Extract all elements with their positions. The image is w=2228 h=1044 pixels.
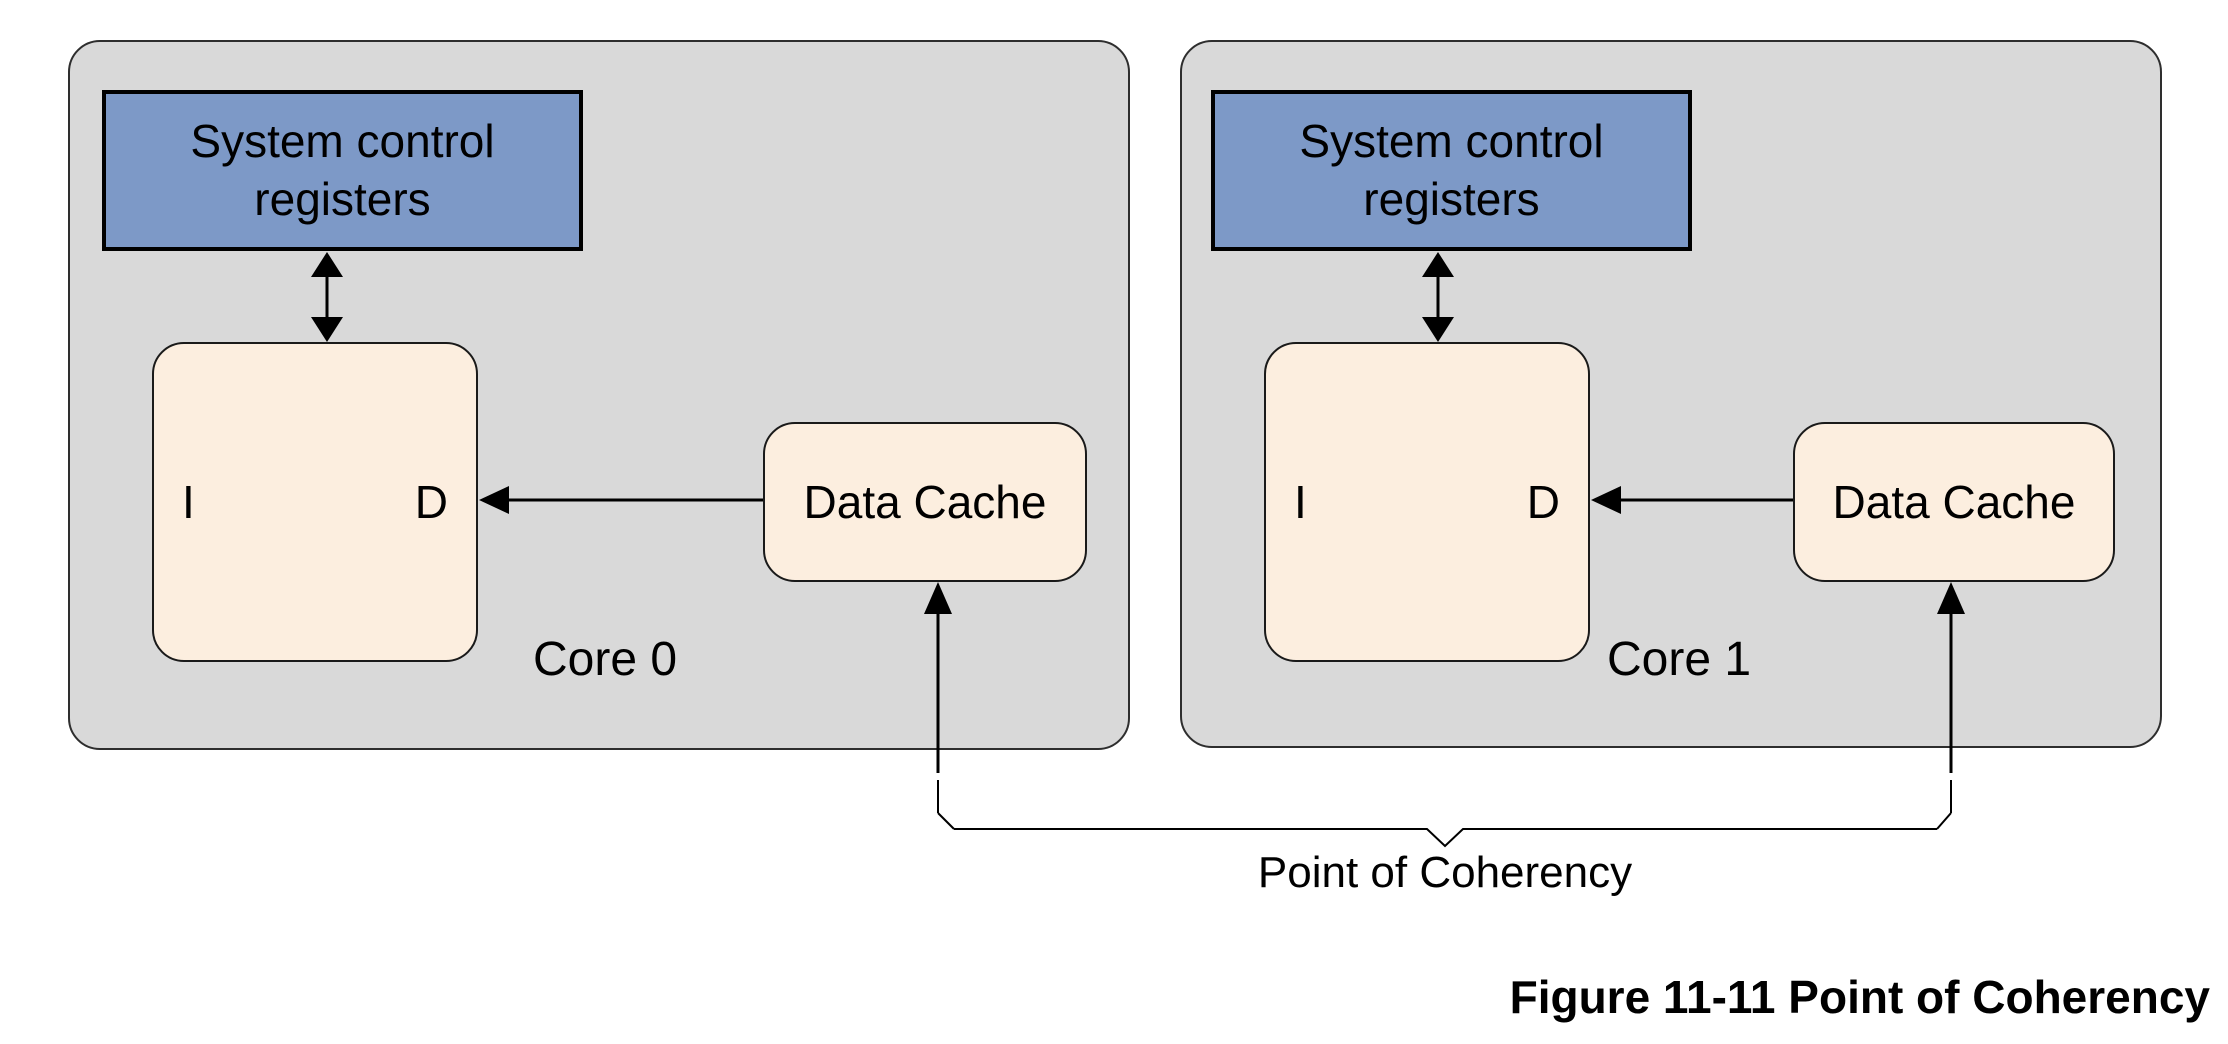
core0-data-cache-box: Data Cache — [763, 422, 1087, 582]
core1-data-cache-label: Data Cache — [1832, 476, 2076, 528]
figure-caption: Figure 11-11 Point of Coherency — [1509, 971, 2210, 1023]
core0-system-control-registers-label: System control registers — [190, 115, 495, 225]
core0-data-port-label: D — [414, 476, 448, 528]
core0-system-control-registers-box: System control registers — [102, 90, 583, 251]
core1-label: Core 1 — [1607, 633, 1752, 686]
core0-l1-cache-box: I D — [152, 342, 478, 662]
point-of-coherency-label: Point of Coherency — [1257, 848, 1633, 897]
point-of-coherency-brace — [954, 828, 1937, 848]
core1-system-control-registers-box: System control registers — [1211, 90, 1692, 251]
core0-instruction-cache-label: I — [182, 476, 195, 528]
core1-system-control-registers-label: System control registers — [1299, 115, 1604, 225]
core0-label: Core 0 — [533, 633, 678, 686]
core0-data-cache-label: Data Cache — [803, 476, 1047, 528]
core1-l1-cache-box: I D — [1264, 342, 1590, 662]
core1-data-port-label: D — [1526, 476, 1560, 528]
core1-instruction-cache-label: I — [1294, 476, 1307, 528]
core1-data-cache-box: Data Cache — [1793, 422, 2115, 582]
